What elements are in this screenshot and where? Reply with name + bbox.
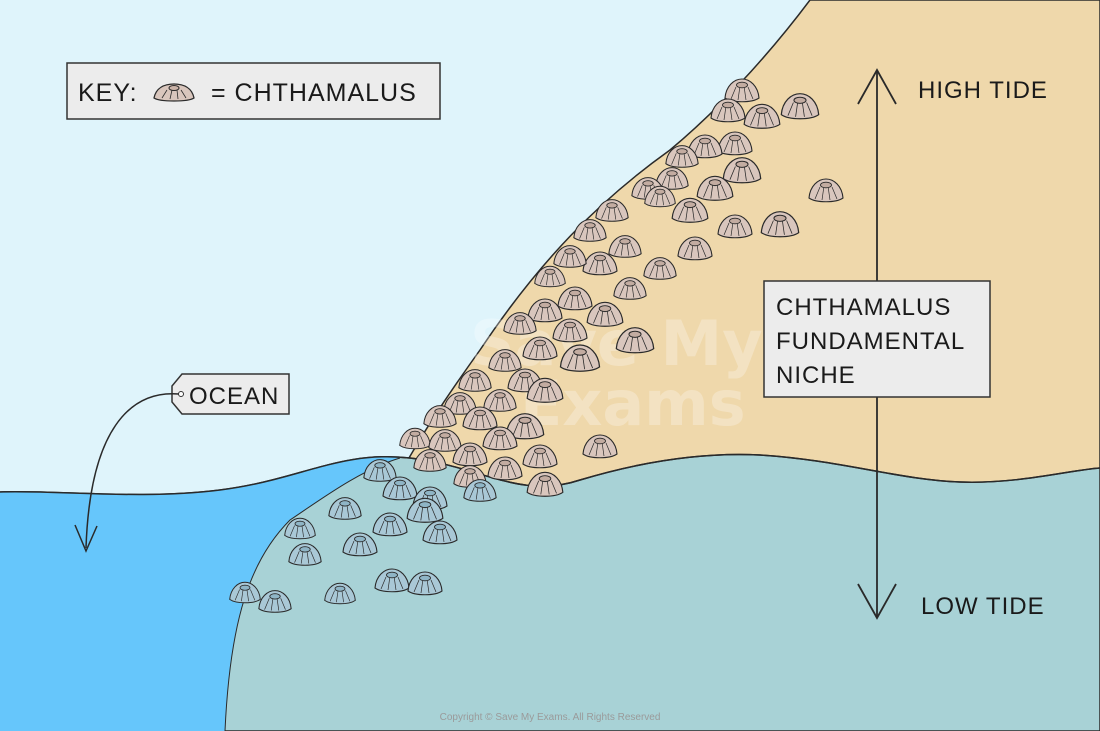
- barnacle-icon: [696, 175, 734, 201]
- niche-label-line1: CHTHAMALUS: [776, 294, 951, 321]
- barnacle-icon: [552, 318, 588, 343]
- niche-label-line3: NICHE: [776, 362, 856, 389]
- barnacle-icon: [505, 413, 545, 440]
- barnacle-icon: [724, 78, 760, 103]
- barnacle-icon: [284, 517, 316, 540]
- barnacle-icon: [522, 336, 558, 361]
- barnacle-icon: [534, 265, 566, 288]
- barnacle-icon: [522, 444, 558, 469]
- niche-label-line2: FUNDAMENTAL: [776, 328, 965, 355]
- barnacle-icon: [153, 83, 195, 102]
- barnacle-icon: [722, 157, 762, 184]
- barnacle-colony: [229, 78, 844, 613]
- barnacle-icon: [422, 520, 458, 545]
- barnacle-icon: [324, 582, 356, 605]
- barnacle-icon: [229, 581, 261, 604]
- barnacle-icon: [643, 257, 677, 280]
- barnacle-icon: [671, 197, 709, 223]
- barnacle-icon: [526, 377, 564, 403]
- barnacle-icon: [559, 344, 601, 372]
- barnacle-icon: [399, 427, 431, 450]
- barnacle-icon: [342, 532, 378, 557]
- barnacle-icon: [413, 449, 447, 472]
- waterline: [0, 453, 1100, 496]
- barnacle-icon: [573, 219, 607, 242]
- high-tide-label: HIGH TIDE: [918, 77, 1048, 104]
- barnacle-icon: [407, 571, 443, 596]
- barnacle-icon: [372, 512, 408, 537]
- ocean-tag: [171, 373, 290, 415]
- copyright-text: Copyright © Save My Exams. All Rights Re…: [440, 712, 661, 723]
- barnacle-icon: [527, 298, 563, 323]
- arrow-up-icon: [857, 68, 897, 105]
- barnacle-icon: [462, 406, 498, 431]
- barnacle-icon: [423, 405, 457, 428]
- deep-ocean-edge: [224, 457, 401, 731]
- barnacle-icon: [582, 251, 618, 276]
- niche-box: [763, 280, 991, 398]
- key-prefix: KEY:: [78, 79, 138, 107]
- barnacle-icon: [443, 392, 477, 415]
- deep-ocean: [0, 456, 400, 731]
- arrow-down-icon: [857, 583, 897, 620]
- barnacle-icon: [483, 389, 517, 412]
- barnacle-icon: [665, 145, 699, 168]
- barnacle-icon: [613, 277, 647, 300]
- barnacle-icon: [760, 211, 800, 238]
- barnacle-icon: [743, 103, 781, 129]
- barnacle-icon: [608, 235, 642, 258]
- key-equals-label: = CHTHAMALUS: [211, 79, 417, 107]
- barnacle-icon: [582, 434, 618, 459]
- barnacle-icon: [503, 312, 537, 335]
- ocean-pointer-arrow: [85, 393, 180, 549]
- barnacle-icon: [328, 497, 362, 520]
- barnacle-icon: [808, 178, 844, 203]
- barnacle-icon: [526, 471, 564, 497]
- barnacle-icon: [482, 426, 518, 451]
- barnacle-icon: [406, 497, 444, 523]
- barnacle-icon: [553, 245, 587, 268]
- ocean-label: OCEAN: [189, 383, 279, 410]
- barnacle-icon: [780, 93, 820, 120]
- barnacle-icon: [288, 543, 322, 566]
- barnacle-icon: [586, 301, 624, 327]
- barnacle-icon: [374, 568, 410, 593]
- barnacle-icon: [655, 167, 689, 190]
- barnacle-icon: [382, 476, 418, 501]
- barnacle-icon: [428, 429, 462, 452]
- barnacle-icon: [717, 131, 753, 156]
- barnacle-icon: [717, 214, 753, 239]
- barnacle-icon: [710, 98, 746, 123]
- barnacle-icon: [677, 236, 713, 261]
- key-box: [66, 62, 441, 120]
- barnacle-icon: [687, 134, 723, 159]
- low-tide-label: LOW TIDE: [921, 593, 1045, 620]
- barnacle-icon: [258, 590, 292, 613]
- barnacle-icon: [644, 185, 676, 208]
- barnacle-icon: [463, 479, 497, 502]
- barnacle-icon: [557, 286, 593, 311]
- tag-hole: [178, 391, 184, 397]
- watermark-line2: Exams: [520, 367, 746, 440]
- barnacle-icon: [595, 199, 629, 222]
- barnacle-icon: [363, 459, 397, 482]
- barnacle-icon: [488, 349, 522, 372]
- barnacle-icon: [452, 442, 488, 467]
- barnacle-icon: [458, 369, 492, 392]
- barnacle-icon: [487, 456, 523, 481]
- arrow-head-icon: [74, 524, 98, 553]
- barnacle-icon: [615, 327, 655, 354]
